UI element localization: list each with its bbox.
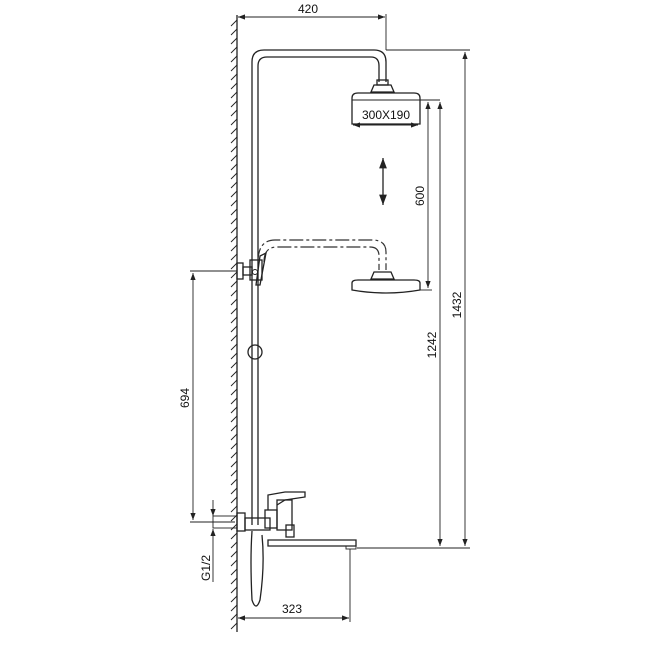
wall-hatch-line bbox=[230, 46, 238, 54]
wall-hatch-line bbox=[230, 109, 238, 117]
wall-hatch-line bbox=[230, 415, 238, 423]
arm-reach-label: 420 bbox=[298, 2, 318, 16]
wall-hatch-line bbox=[230, 127, 238, 135]
wall-hatch-line bbox=[230, 397, 238, 405]
dimension-420 bbox=[238, 14, 387, 50]
wall-hatch-line bbox=[230, 352, 238, 360]
wall-hatch-line bbox=[230, 370, 238, 378]
riser-pipe bbox=[251, 49, 387, 525]
wall-hatch-line bbox=[230, 469, 238, 477]
wall-hatch-line bbox=[230, 55, 238, 63]
wall-hatch-line bbox=[230, 505, 238, 513]
wall-hatch-line bbox=[230, 622, 238, 630]
wall-hatch-line bbox=[230, 100, 238, 108]
wall-hatch-line bbox=[230, 424, 238, 432]
dimension-600 bbox=[420, 99, 440, 291]
wall-hatch-line bbox=[230, 379, 238, 387]
wall-hatch-line bbox=[230, 298, 238, 306]
wall-hatch-line bbox=[230, 262, 238, 270]
wall-hatch-line bbox=[230, 478, 238, 486]
height-adjust-label: 600 bbox=[413, 186, 427, 206]
wall-hatch-line bbox=[230, 172, 238, 180]
wall-hatch-line bbox=[230, 163, 238, 171]
wall-hatch-line bbox=[230, 73, 238, 81]
wall-hatch-line bbox=[230, 325, 238, 333]
head-size-label: 300X190 bbox=[362, 108, 410, 122]
dimension-g12 bbox=[210, 500, 238, 582]
wall-hatch-line bbox=[230, 433, 238, 441]
wall-hatch-line bbox=[230, 406, 238, 414]
wall-hatch-line bbox=[230, 91, 238, 99]
wall-hatch-line bbox=[230, 361, 238, 369]
wall-hatch-line bbox=[230, 190, 238, 198]
overhead-shower-head-high bbox=[351, 79, 421, 128]
wall-hatch-line bbox=[230, 145, 238, 153]
wall-hatch-line bbox=[230, 217, 238, 225]
wall-hatch-line bbox=[230, 442, 238, 450]
wall-hatch-line bbox=[230, 181, 238, 189]
dimension-323 bbox=[238, 549, 351, 622]
holder-height-label: 694 bbox=[178, 388, 192, 408]
wall-hatch-line bbox=[230, 586, 238, 594]
wall-hatch-line bbox=[230, 604, 238, 612]
wall-hatch-line bbox=[230, 64, 238, 72]
hand-shower-holder bbox=[236, 251, 267, 360]
wall-hatch-line bbox=[230, 37, 238, 45]
wall-hatch-line bbox=[230, 289, 238, 297]
dimension-1432 bbox=[357, 49, 470, 549]
overhead-shower-head-low bbox=[257, 239, 421, 294]
wall-hatch-line bbox=[230, 532, 238, 540]
bath-mixer bbox=[236, 491, 357, 607]
wall-hatch-line bbox=[230, 496, 238, 504]
wall-hatch-line bbox=[230, 388, 238, 396]
wall-hatch-line bbox=[230, 136, 238, 144]
wall-hatch-line bbox=[230, 253, 238, 261]
wall-hatch-line bbox=[230, 541, 238, 549]
wall-hatch-line bbox=[230, 280, 238, 288]
wall-hatch-line bbox=[230, 613, 238, 621]
wall-hatch-line bbox=[230, 577, 238, 585]
wall-hatch-line bbox=[230, 316, 238, 324]
wall-hatch-line bbox=[230, 343, 238, 351]
wall-hatch-line bbox=[230, 523, 238, 531]
head-height-low-label: 1242 bbox=[425, 331, 439, 358]
wall-hatch-line bbox=[230, 118, 238, 126]
spout-reach-label: 323 bbox=[282, 602, 302, 616]
wall-hatch-line bbox=[230, 154, 238, 162]
dimension-694 bbox=[190, 270, 237, 523]
wall-hatch-line bbox=[230, 559, 238, 567]
head-height-high-label: 1432 bbox=[450, 291, 464, 318]
wall-hatch-line bbox=[230, 208, 238, 216]
wall-hatch-line bbox=[230, 82, 238, 90]
wall-hatch-line bbox=[230, 568, 238, 576]
wall-hatch-line bbox=[230, 199, 238, 207]
wall-hatch-line bbox=[230, 307, 238, 315]
wall-hatch-line bbox=[230, 451, 238, 459]
wall-hatch-line bbox=[230, 19, 238, 27]
wall-hatch-line bbox=[230, 271, 238, 279]
wall bbox=[230, 15, 238, 632]
wall-hatch-line bbox=[230, 550, 238, 558]
wall-hatch-line bbox=[230, 226, 238, 234]
wall-hatch-line bbox=[230, 334, 238, 342]
wall-hatch-line bbox=[230, 460, 238, 468]
wall-hatch-line bbox=[230, 595, 238, 603]
wall-hatch-line bbox=[230, 28, 238, 36]
wall-hatch-line bbox=[230, 487, 238, 495]
wall-hatch-line bbox=[230, 244, 238, 252]
inlet-thread-label: G1/2 bbox=[199, 555, 213, 581]
wall-hatch-line bbox=[230, 235, 238, 243]
